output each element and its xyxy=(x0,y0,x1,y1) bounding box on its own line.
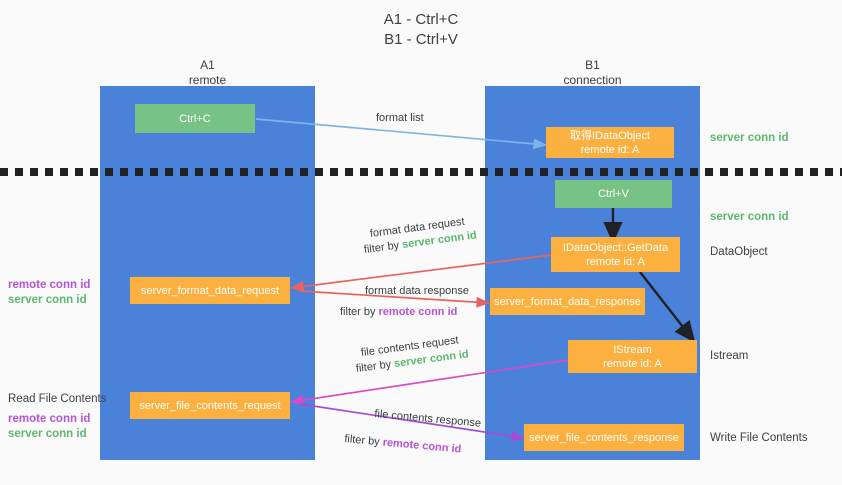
lane-header-b1-name: B1 xyxy=(585,58,600,72)
node-ctrl-c[interactable]: Ctrl+C xyxy=(135,104,255,133)
edge-label-file-contents-response-text: file contents response xyxy=(373,407,482,430)
edge-label-file-contents-response-filter: filter by remote conn id xyxy=(344,432,462,458)
note-read-file-contents: Read File Contents xyxy=(8,392,106,407)
node-idataobject-getdata[interactable]: IDataObject::GetData remote id: A xyxy=(551,237,680,272)
node-ctrl-c-label: Ctrl+C xyxy=(179,112,211,125)
note-remote-conn-id-bottom-text: remote conn id xyxy=(8,413,91,425)
node-istream[interactable]: IStream remote id: A xyxy=(568,340,697,373)
lane-header-a1: A1 remote xyxy=(100,58,315,88)
edge-label-format-data-response-filter: filter by remote conn id xyxy=(340,305,457,320)
note-server-conn-id-bottom-text: server conn id xyxy=(8,428,87,440)
node-server-file-contents-request-label: server_file_contents_request xyxy=(139,399,281,412)
edge-label-format-data-response: format data response xyxy=(365,284,469,299)
node-server-format-data-request[interactable]: server_format_data_request xyxy=(130,277,290,304)
node-idataobject[interactable]: 取得IDataObject remote id: A xyxy=(546,127,674,158)
filter-key-remote-conn-id: remote conn id xyxy=(378,306,458,318)
note-istream-text: Istream xyxy=(710,350,749,362)
lane-header-a1-sub: remote xyxy=(188,73,227,87)
lane-header-b1: B1 connection xyxy=(485,58,700,88)
node-ctrl-v-label: Ctrl+V xyxy=(598,188,629,200)
edge-label-format-list-text: format list xyxy=(376,112,424,124)
title-line-2: B1 - Ctrl+V xyxy=(384,31,458,48)
note-dataobject-text: DataObject xyxy=(710,246,768,258)
filter-prefix: filter by xyxy=(363,239,403,257)
note-remote-conn-id-mid-text: remote conn id xyxy=(8,279,91,291)
edge-label-format-list: format list xyxy=(376,111,424,126)
note-dataobject: DataObject xyxy=(710,245,768,260)
node-getdata-remote-id: remote id: A xyxy=(586,255,645,268)
filter-prefix: filter by xyxy=(355,358,395,376)
diagram-title: A1 - Ctrl+C B1 - Ctrl+V xyxy=(0,10,842,50)
node-server-format-data-response[interactable]: server_format_data_response xyxy=(490,288,645,315)
note-read-file-contents-text: Read File Contents xyxy=(8,393,107,405)
node-server-format-data-request-label: server_format_data_request xyxy=(140,284,280,297)
title-line-1: A1 - Ctrl+C xyxy=(383,11,459,28)
node-server-format-data-response-label: server_format_data_response xyxy=(494,295,641,308)
node-idataobject-label: 取得IDataObject xyxy=(569,129,651,142)
note-server-conn-id-top: server conn id xyxy=(710,131,789,146)
node-istream-remote-id: remote id: A xyxy=(603,357,662,370)
node-server-file-contents-request[interactable]: server_file_contents_request xyxy=(130,392,290,419)
lane-header-b1-sub: connection xyxy=(563,73,622,87)
note-istream: Istream xyxy=(710,349,748,364)
note-conn-ids-bottom: remote conn id server conn id xyxy=(8,412,90,442)
node-ctrl-v[interactable]: Ctrl+V xyxy=(555,180,672,208)
note-server-conn-id-mid: server conn id xyxy=(710,210,789,225)
node-server-file-contents-response[interactable]: server_file_contents_response xyxy=(524,424,684,451)
node-getdata-label: IDataObject::GetData xyxy=(562,241,669,254)
note-conn-ids-mid: remote conn id server conn id xyxy=(8,278,90,308)
edge-label-format-data-response-text: format data response xyxy=(365,285,469,297)
note-server-conn-id-top-text: server conn id xyxy=(710,132,789,144)
node-idataobject-remote-id: remote id: A xyxy=(580,143,640,156)
edge-label-file-contents-response: file contents response xyxy=(374,407,482,432)
filter-prefix: filter by xyxy=(340,306,379,318)
filter-prefix: filter by xyxy=(343,432,384,449)
node-server-file-contents-response-label: server_file_contents_response xyxy=(529,431,679,444)
filter-key-remote-conn-id: remote conn id xyxy=(382,436,462,456)
note-server-conn-id-mid-left-text: server conn id xyxy=(8,294,87,306)
note-write-file-contents: Write File Contents xyxy=(710,431,808,446)
node-istream-label: IStream xyxy=(613,343,652,356)
note-server-conn-id-mid-text: server conn id xyxy=(710,211,789,223)
lane-header-a1-name: A1 xyxy=(200,58,215,72)
note-write-file-contents-text: Write File Contents xyxy=(710,432,808,444)
